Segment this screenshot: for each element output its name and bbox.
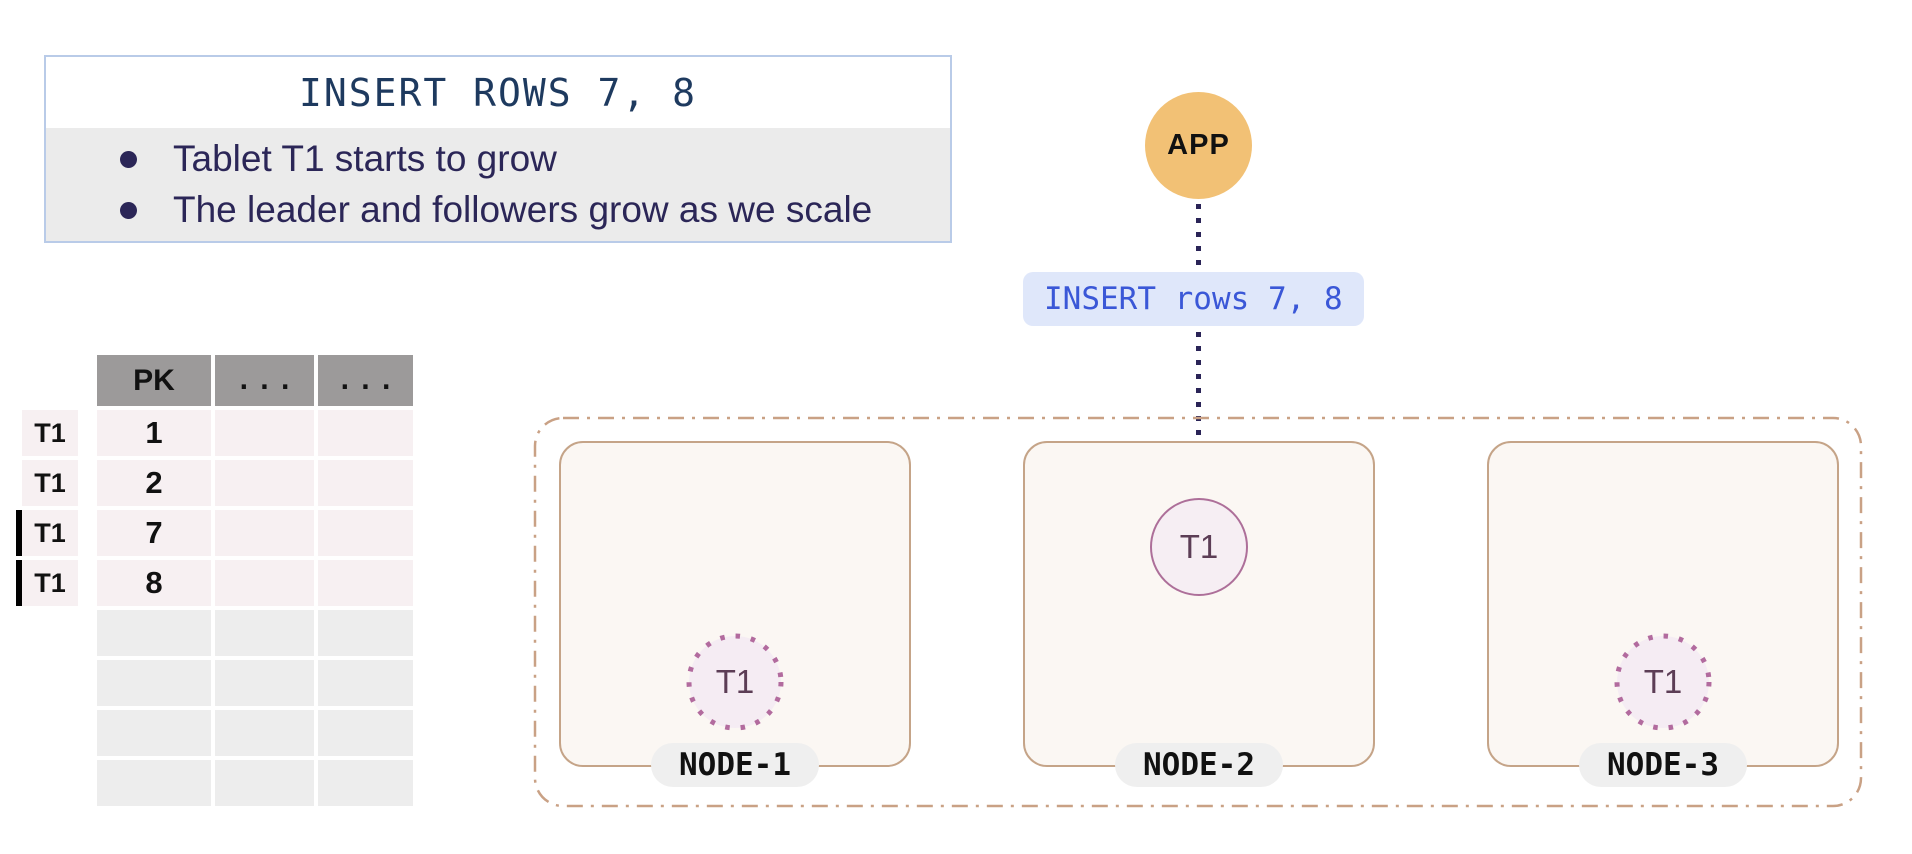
data-cell [318,710,413,756]
data-cell [215,510,314,556]
pk-cell: 7 [97,510,211,556]
node-2: T1 NODE-2 [1023,441,1375,787]
tablet-label: T1 [1179,528,1219,565]
info-box: INSERT ROWS 7, 8 Tablet T1 starts to gro… [44,55,952,243]
table-row-inserted: T1 8 [16,560,413,606]
data-cell [318,410,413,456]
empty-table-row [16,660,413,706]
data-cell [215,410,314,456]
data-cell [215,560,314,606]
table-row: T1 1 [16,410,413,456]
bullet-dot-icon [120,150,137,168]
data-cell [215,660,314,706]
tablet-tag: T1 [22,560,78,606]
data-cell [97,710,211,756]
node-1: T1 NODE-1 [559,441,911,787]
dotted-ring-icon [1614,633,1712,731]
empty-table-row [16,710,413,756]
tablet-tag: T1 [22,460,78,506]
data-cell [97,760,211,806]
tablet-label: T1 [1643,663,1683,700]
data-cell [318,760,413,806]
data-cell [318,460,413,506]
node-name-pill: NODE-2 [1115,743,1283,787]
app-node: APP [1145,92,1252,199]
column-header-pk: PK [97,355,211,406]
node-name-pill: NODE-3 [1579,743,1747,787]
cluster-boundary [533,416,1863,813]
insert-marker [16,510,25,556]
app-label: APP [1167,129,1230,161]
empty-table-row [16,760,413,806]
data-cell [215,760,314,806]
pk-cell: 8 [97,560,211,606]
bullet-text: The leader and followers grow as we scal… [173,189,873,230]
node-name-pill: NODE-1 [651,743,819,787]
table-row: T1 2 [16,460,413,506]
tablet-t1-follower: T1 [1614,633,1712,731]
bullet-item: The leader and followers grow as we scal… [120,189,950,231]
data-cell [215,610,314,656]
bullet-item: Tablet T1 starts to grow [120,138,950,180]
gutter-spacer [22,760,78,806]
data-cell [97,610,211,656]
bullet-text: Tablet T1 starts to grow [173,138,557,179]
tablet-tag: T1 [22,410,78,456]
data-cell [318,510,413,556]
data-cell [215,460,314,506]
data-cell [318,560,413,606]
tablet-t1-leader: T1 [1150,498,1248,596]
query-text: INSERT rows 7, 8 [1044,281,1343,317]
table-header-row: PK ... ... [16,355,413,406]
dotted-connector-upper [1196,204,1201,268]
dotted-connector-lower [1196,332,1201,460]
gutter-spacer [22,355,78,406]
insert-marker [16,560,25,606]
gutter-spacer [22,660,78,706]
info-box-bullet-list: Tablet T1 starts to grow The leader and … [46,128,950,241]
tablet-label: T1 [715,663,755,700]
tablet-t1-follower: T1 [686,633,784,731]
gutter-spacer [22,710,78,756]
dotted-ring-icon [686,633,784,731]
gutter-spacer [22,610,78,656]
column-header-dots: ... [215,355,314,406]
query-label: INSERT rows 7, 8 [1023,272,1364,326]
pk-cell: 2 [97,460,211,506]
table-row-inserted: T1 7 [16,510,413,556]
info-box-title: INSERT ROWS 7, 8 [298,70,698,115]
data-cell [318,660,413,706]
column-header-dots: ... [318,355,413,406]
node-3: T1 NODE-3 [1487,441,1839,787]
tablet-tag: T1 [22,510,78,556]
pk-cell: 1 [97,410,211,456]
data-cell [97,660,211,706]
data-cell [215,710,314,756]
bullet-dot-icon [120,201,137,219]
empty-table-row [16,610,413,656]
data-cell [318,610,413,656]
tablet-rows-table: PK ... ... T1 1 T1 2 T1 7 T1 [16,355,413,810]
